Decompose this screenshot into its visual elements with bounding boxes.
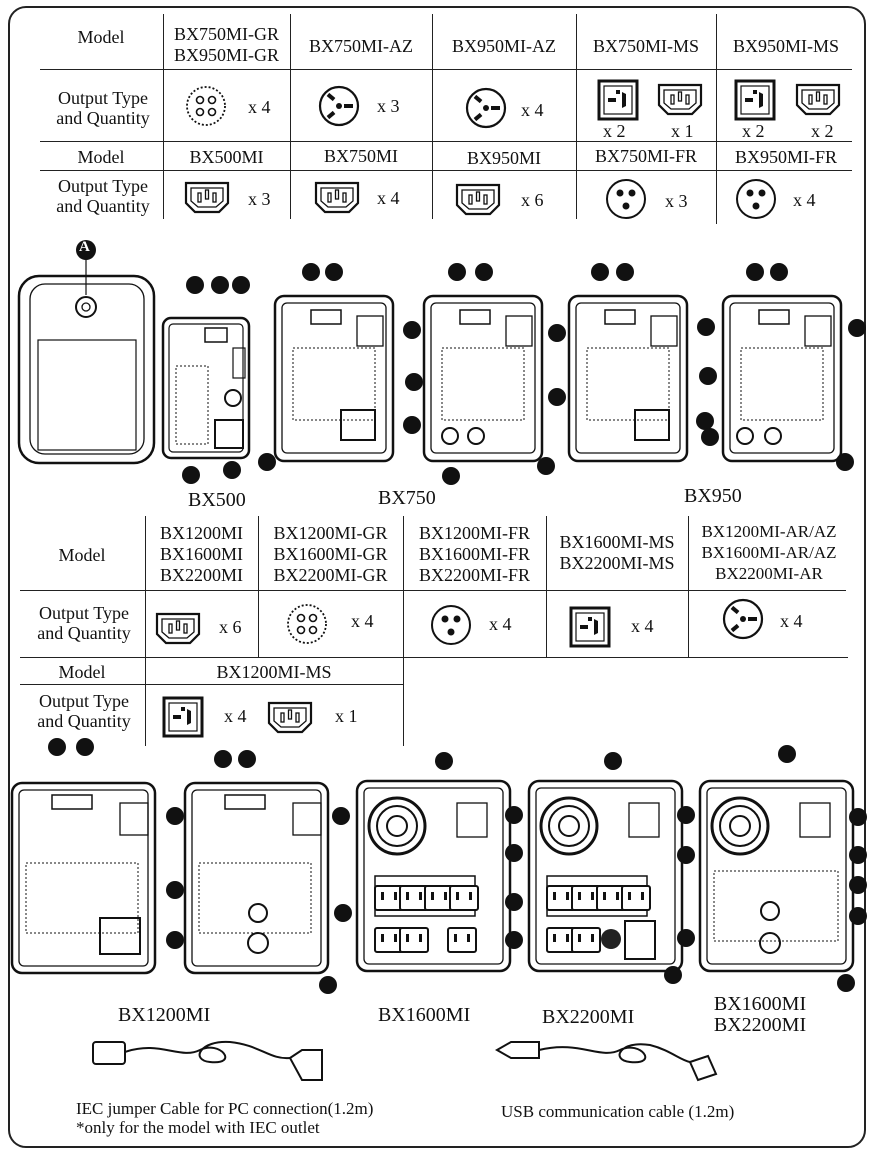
- model-label: BX750MI: [323, 146, 398, 166]
- model-label: BX950MI-MS: [732, 36, 839, 56]
- quantity: x 2: [742, 121, 765, 141]
- model-label: BX950MI-AZ: [452, 36, 556, 56]
- unit-caption: BX750: [378, 487, 436, 509]
- model-label: BX750MI-AZ: [309, 36, 413, 56]
- quantity: x 2: [603, 121, 626, 141]
- unit-caption: BX1600MI: [378, 1004, 471, 1026]
- middle-unit-drawings: [17, 240, 866, 485]
- row-header: Model: [58, 662, 106, 682]
- quantity: x 4: [248, 97, 271, 117]
- quantity: x 2: [811, 121, 834, 141]
- model-label: BX750MI-MS: [592, 36, 699, 56]
- model-label: BX950MI: [466, 148, 541, 168]
- quantity: x 4: [224, 706, 247, 726]
- usb-cable-caption: USB communication cable (1.2m): [501, 1102, 735, 1121]
- quantity: x 1: [335, 706, 358, 726]
- row-header: Output Type and Quantity: [37, 603, 131, 643]
- quantity: x 4: [377, 188, 400, 208]
- model-label: BX1200MI-MS: [216, 662, 332, 682]
- quantity: x 6: [521, 190, 544, 210]
- model-label: BX1200MI-GR BX1600MI-GR BX2200MI-GR: [273, 523, 388, 585]
- front-view: [17, 258, 156, 465]
- iec-cable-caption: IEC jumper Cable for PC connection(1.2m): [76, 1099, 374, 1118]
- model-label: BX750MI-FR: [594, 146, 697, 166]
- row-header: Output Type and Quantity: [37, 691, 131, 731]
- iec-jumper-cable: [92, 1040, 323, 1081]
- cable-drawings: [92, 1040, 718, 1082]
- unit-caption: BX500: [188, 489, 246, 511]
- page-frame: [8, 6, 866, 1148]
- quantity: x 4: [793, 190, 816, 210]
- quantity: x 1: [671, 121, 694, 141]
- unit-caption: BX1200MI: [118, 1004, 211, 1026]
- row-header: Output Type and Quantity: [56, 88, 150, 128]
- model-label: BX500MI: [189, 147, 264, 167]
- quantity: x 4: [780, 611, 803, 631]
- unit-caption: BX2200MI: [542, 1006, 635, 1028]
- callout-a: A: [79, 239, 90, 255]
- row-header: Model: [77, 147, 125, 167]
- quantity: x 3: [248, 189, 271, 209]
- model-label: BX1200MI-AR/AZ BX1600MI-AR/AZ BX2200MI-A…: [701, 522, 837, 583]
- unit-caption: BX950: [684, 485, 742, 507]
- model-label: BX1600MI-MS BX2200MI-MS: [559, 532, 675, 573]
- quantity: x 3: [377, 96, 400, 116]
- model-label: BX750MI-GR BX950MI-GR: [173, 24, 279, 65]
- iec-cable-note: *only for the model with IEC outlet: [76, 1118, 320, 1137]
- model-label: BX950MI-FR: [734, 147, 837, 167]
- bottom-unit-drawings: [10, 738, 867, 994]
- quantity: x 4: [351, 611, 374, 631]
- model-label: BX1200MI-FR BX1600MI-FR BX2200MI-FR: [418, 523, 530, 585]
- quantity: x 3: [665, 191, 688, 211]
- row-header: Model: [77, 27, 125, 47]
- quantity: x 4: [521, 100, 544, 120]
- quantity: x 4: [631, 616, 654, 636]
- model-label: BX1200MI BX1600MI BX2200MI: [159, 523, 243, 585]
- row-header: Output Type and Quantity: [56, 176, 150, 216]
- usb-cable: [494, 1041, 718, 1082]
- quantity: x 6: [219, 617, 242, 637]
- row-header: Model: [58, 545, 106, 565]
- unit-caption: BX1600MI BX2200MI: [713, 993, 807, 1036]
- quantity: x 4: [489, 614, 512, 634]
